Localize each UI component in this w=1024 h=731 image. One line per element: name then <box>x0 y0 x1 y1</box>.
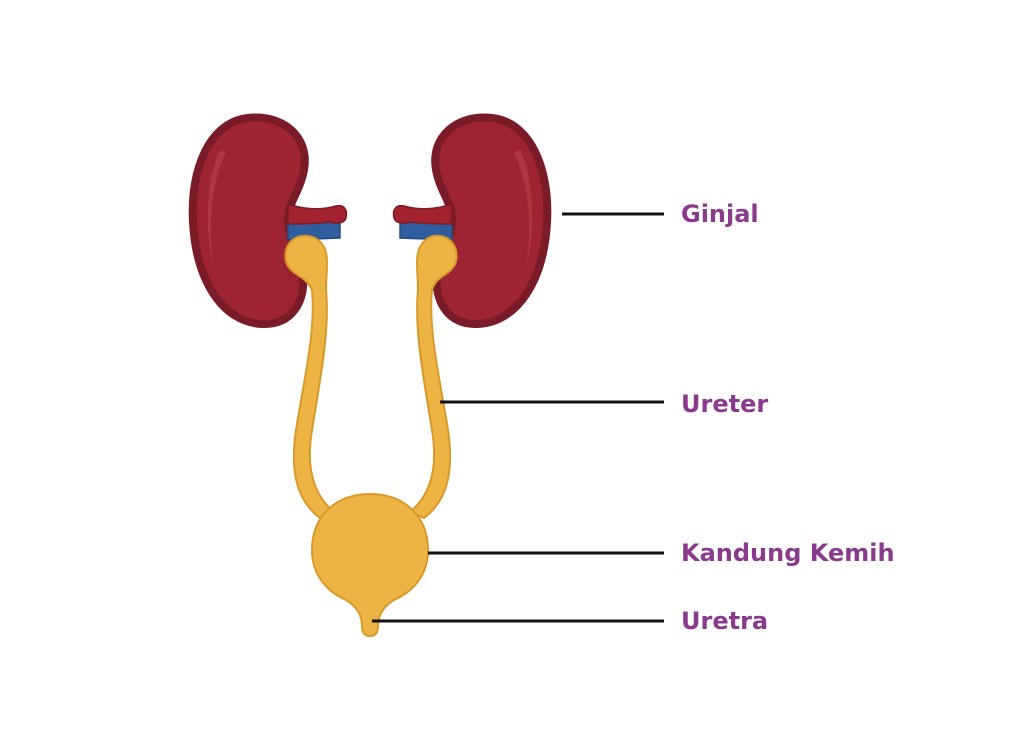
left-kidney-body <box>188 113 309 329</box>
urinary-tract <box>284 234 458 638</box>
right-kidney-body <box>431 113 552 329</box>
right-renal-artery <box>392 202 453 225</box>
label-bladder: Kandung Kemih <box>681 539 895 567</box>
right-ureter <box>408 234 458 520</box>
right-kidney-highlight <box>514 150 533 268</box>
right-kidney <box>431 113 552 329</box>
left-renal-artery <box>287 202 348 225</box>
left-kidney-highlight <box>207 150 226 268</box>
label-kidney: Ginjal <box>681 200 759 228</box>
label-urethra: Uretra <box>681 607 769 635</box>
label-ureter: Ureter <box>681 390 769 418</box>
left-kidney <box>188 113 309 329</box>
bladder-body <box>310 492 430 638</box>
